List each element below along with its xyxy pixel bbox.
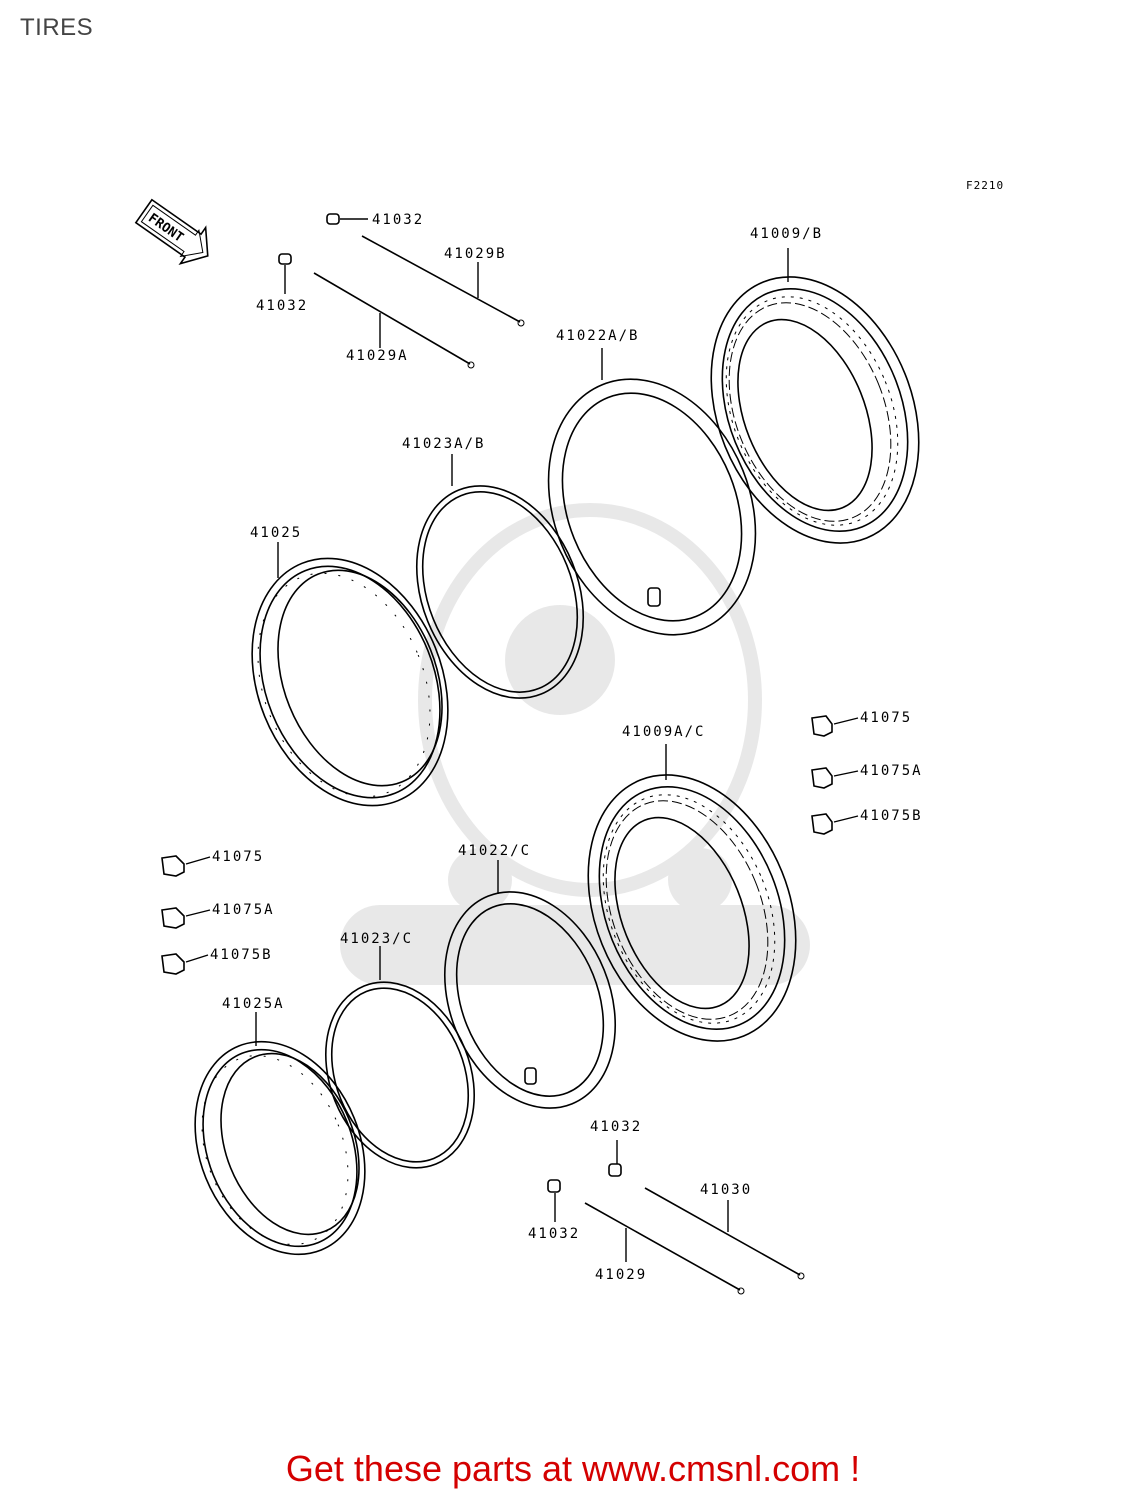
label-41030: 41030 <box>700 1182 752 1198</box>
part-41022AB-tube <box>547 348 757 636</box>
part-41075B-valve-left <box>161 953 209 975</box>
label-41075B-right: 41075B <box>860 808 923 824</box>
label-41032-top-1: 41032 <box>372 212 424 228</box>
part-41009AC-tire <box>587 744 797 1042</box>
part-41075-valve-right <box>811 715 859 737</box>
label-41023AB: 41023A/B <box>402 436 485 452</box>
part-41030-spoke <box>644 1187 805 1280</box>
part-41075-valve-left <box>161 855 211 877</box>
label-41032-bottom-1: 41032 <box>590 1119 642 1135</box>
label-41032-top-2: 41032 <box>256 298 308 314</box>
part-41032-nipple-bottom-1 <box>608 1140 622 1177</box>
label-41032-bottom-2: 41032 <box>528 1226 580 1242</box>
part-41025-rim <box>251 542 449 807</box>
part-41029A-spoke <box>313 272 475 369</box>
part-41009B-tire <box>710 248 920 544</box>
label-41075A-left: 41075A <box>212 902 275 918</box>
label-41025: 41025 <box>250 525 302 541</box>
label-41009B: 41009/B <box>750 226 823 242</box>
label-41075A-right: 41075A <box>860 763 923 779</box>
front-arrow-icon: FRONT <box>134 198 209 266</box>
footer-parts-link[interactable]: Get these parts at www.cmsnl.com ! <box>285 1448 861 1489</box>
label-41029: 41029 <box>595 1267 647 1283</box>
part-41025A-rim <box>194 1012 366 1256</box>
parts-diagram: F2210 FRONT 41032 41029B 41032 41029A 41… <box>134 179 1004 1295</box>
part-41075A-valve-right <box>811 767 859 789</box>
part-41029-spoke <box>584 1202 745 1295</box>
label-41025A: 41025A <box>222 996 285 1012</box>
part-41023C-rim-band <box>324 946 476 1169</box>
part-41029B-spoke <box>361 235 525 327</box>
label-41023C: 41023/C <box>340 931 413 947</box>
label-41022AB: 41022A/B <box>556 328 639 344</box>
label-41022C: 41022/C <box>458 843 531 859</box>
label-41029A: 41029A <box>346 348 409 364</box>
part-41075B-valve-right <box>811 813 859 835</box>
label-41009AC: 41009A/C <box>622 724 705 740</box>
part-41023AB-rim-band <box>415 454 585 699</box>
part-41022C-tube <box>443 860 617 1109</box>
label-41075-right: 41075 <box>860 710 912 726</box>
watermark-logo <box>340 503 810 985</box>
label-41029B: 41029B <box>444 246 507 262</box>
part-41075A-valve-left <box>161 907 211 929</box>
part-41032-nipple-top-1 <box>326 213 368 225</box>
part-41032-nipple-bottom-2 <box>547 1179 561 1222</box>
label-41075B-left: 41075B <box>210 947 273 963</box>
label-41075-left: 41075 <box>212 849 264 865</box>
page-title: TIRES <box>20 14 94 41</box>
figure-code: F2210 <box>966 179 1004 192</box>
part-41032-nipple-top-2 <box>278 253 292 294</box>
